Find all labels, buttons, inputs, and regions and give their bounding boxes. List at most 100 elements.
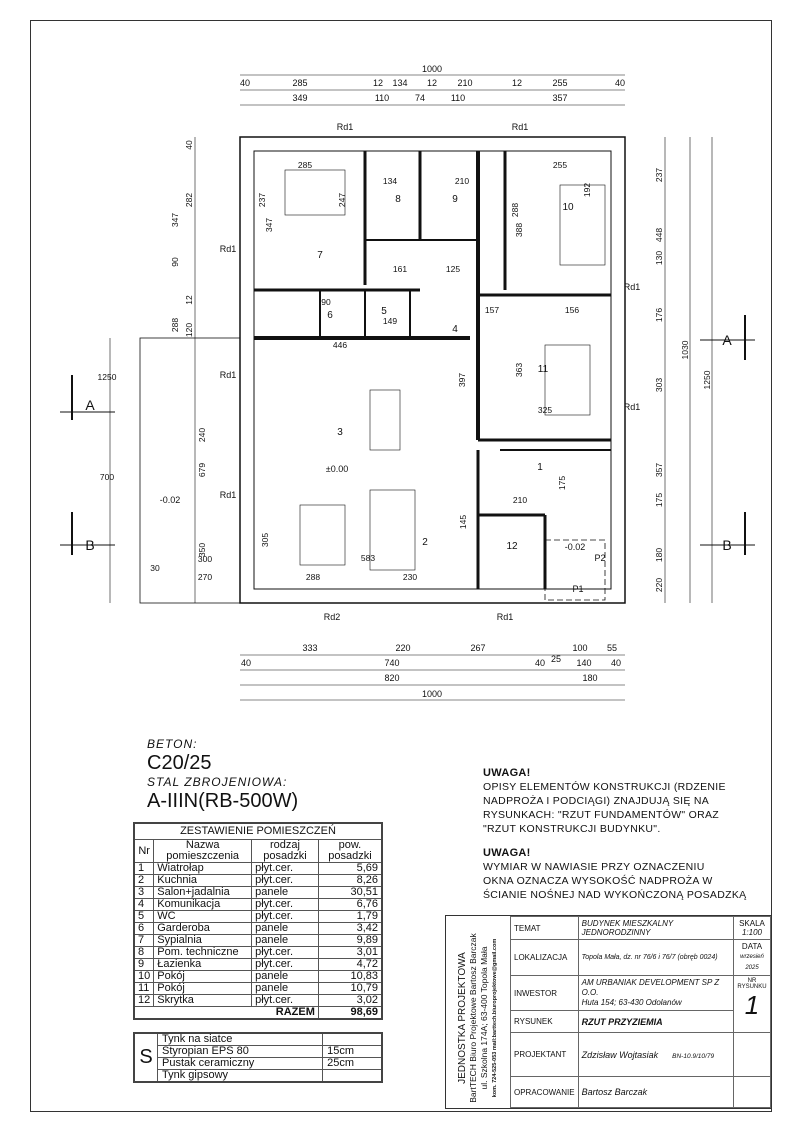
total-label: RAZEM <box>133 1006 319 1020</box>
layer-thickness <box>322 1032 383 1046</box>
stal-label: STAL ZBROJENIOWA: <box>147 775 288 789</box>
layer-symbol: S <box>133 1032 158 1083</box>
room-nr: 8 <box>133 946 155 959</box>
dimension-label: 12 <box>512 78 522 88</box>
dimension-label: 55 <box>607 643 617 653</box>
note-line: "RZUT KONSTRUKCJI BUDYNKU". <box>483 823 661 835</box>
room-name: Skrytka <box>153 994 253 1007</box>
note-title: UWAGA! <box>483 847 531 859</box>
dimension-label: 347 <box>170 213 180 227</box>
dimension-label: 74 <box>415 93 425 103</box>
dimension-label: 110 <box>451 93 465 103</box>
date-label: DATA <box>741 942 763 951</box>
opracowanie-value: Bartosz Barczak <box>577 1076 735 1108</box>
dimension-label: 40 <box>241 658 251 668</box>
dimension-label: 210 <box>457 78 472 88</box>
sheet-frame <box>30 20 772 1112</box>
projektant-label: PROJEKTANT <box>510 1032 579 1077</box>
plan-label: P1 <box>572 584 583 594</box>
room-dimension: 149 <box>383 316 397 326</box>
dimension-label: 350 <box>197 543 207 557</box>
dimension-label: 30 <box>150 563 160 573</box>
temat-label: TEMAT <box>510 916 579 940</box>
dimension-label: 1000 <box>422 64 442 74</box>
room-name: Sypialnia <box>153 934 253 947</box>
note-line: NADPROŻA I PODCIĄGI) ZNAJDUJĄ SIĘ NA <box>483 795 710 807</box>
room-area: 5,69 <box>317 862 383 875</box>
note-1: UWAGA! OPISY ELEMENTÓW KONSTRUKCJI (RDZE… <box>483 766 726 836</box>
rooms-table-title: ZESTAWIENIE POMIESZCZEŃ <box>133 822 383 840</box>
dimension-label: 357 <box>654 463 664 477</box>
layer-name: Pustak ceramiczny <box>156 1057 324 1070</box>
inwestor-address: Huta 154; 63-430 Odolanów <box>581 998 682 1007</box>
room-nr: 3 <box>133 886 155 899</box>
room-dimension: 397 <box>457 373 467 387</box>
dimension-label: 333 <box>302 643 317 653</box>
dimension-label: 220 <box>654 578 664 592</box>
room-dimension: 210 <box>513 495 527 505</box>
inwestor-label: INWESTOR <box>510 975 579 1011</box>
plan-label: -0.02 <box>160 495 181 505</box>
dimension-label: 40 <box>615 78 625 88</box>
dimension-label: 180 <box>582 673 597 683</box>
room-nr: 6 <box>133 922 155 935</box>
walls <box>60 74 755 701</box>
layer-name: Tynk na siatce <box>156 1032 324 1046</box>
lokalizacja-label: LOKALIZACJA <box>510 939 579 976</box>
plan-label: Rd1 <box>624 282 641 292</box>
dimension-label: 90 <box>170 257 180 267</box>
rysunek-value: RZUT PRZYZIEMIA <box>577 1010 735 1033</box>
office-name: JEDNOSTKA PROJEKTOWA <box>457 952 468 1084</box>
room-dimension: 125 <box>446 264 460 274</box>
room-number: 11 <box>538 364 549 375</box>
dimension-label: 100 <box>572 643 587 653</box>
dimension-label: 679 <box>197 463 207 477</box>
col-name: Nazwa pomieszczenia <box>153 839 253 863</box>
room-dimension: 192 <box>582 183 592 197</box>
office-contact: kom. 724-525-053 mail:barttech.biuroproj… <box>492 938 498 1098</box>
room-floor: panele <box>251 970 319 983</box>
plan-label: -0.02 <box>565 542 586 552</box>
scale-value: 1:100 <box>741 928 763 937</box>
dimension-label: 288 <box>170 318 180 332</box>
layer-name: Tynk gipsowy <box>156 1069 324 1083</box>
dimension-label: 110 <box>375 93 389 103</box>
dimension-label: 40 <box>184 140 194 150</box>
rooms-table: ZESTAWIENIE POMIESZCZEŃ Nr Nazwa pomiesz… <box>133 822 383 1020</box>
room-name: Garderoba <box>153 922 253 935</box>
room-dimension: 446 <box>333 340 347 350</box>
inwestor-name: AM URBANIAK DEVELOPMENT SP Z O.O. <box>581 978 720 997</box>
beton-value: C20/25 <box>147 752 212 774</box>
dimension-label: 1000 <box>422 689 442 699</box>
room-nr: 5 <box>133 910 155 923</box>
plan-label: Rd1 <box>497 612 514 622</box>
dimension-label: 303 <box>654 378 664 392</box>
room-dimension: 90 <box>321 297 331 307</box>
room-area: 9,89 <box>317 934 383 947</box>
dimension-label: 1030 <box>680 340 690 359</box>
dimension-label: 25 <box>551 654 561 664</box>
room-dimension: 288 <box>510 203 520 217</box>
room-number: 8 <box>395 194 401 205</box>
room-name: Salon+jadalnia <box>153 886 253 899</box>
note-line: OKNA OZNACZA WYSOKOŚĆ NADPROŻA W <box>483 875 713 887</box>
plan-label: P2 <box>594 553 605 563</box>
plan-label: Rd2 <box>324 612 341 622</box>
room-floor: panele <box>251 922 319 935</box>
room-floor: płyt.cer. <box>251 958 319 971</box>
section-marker-label: B <box>722 537 731 553</box>
room-name: Pokój <box>153 970 253 983</box>
room-nr: 4 <box>133 898 155 911</box>
room-nr: 2 <box>133 874 155 887</box>
room-nr: 7 <box>133 934 155 947</box>
dimension-label: 300 <box>198 554 212 564</box>
dimension-label: 140 <box>576 658 591 668</box>
